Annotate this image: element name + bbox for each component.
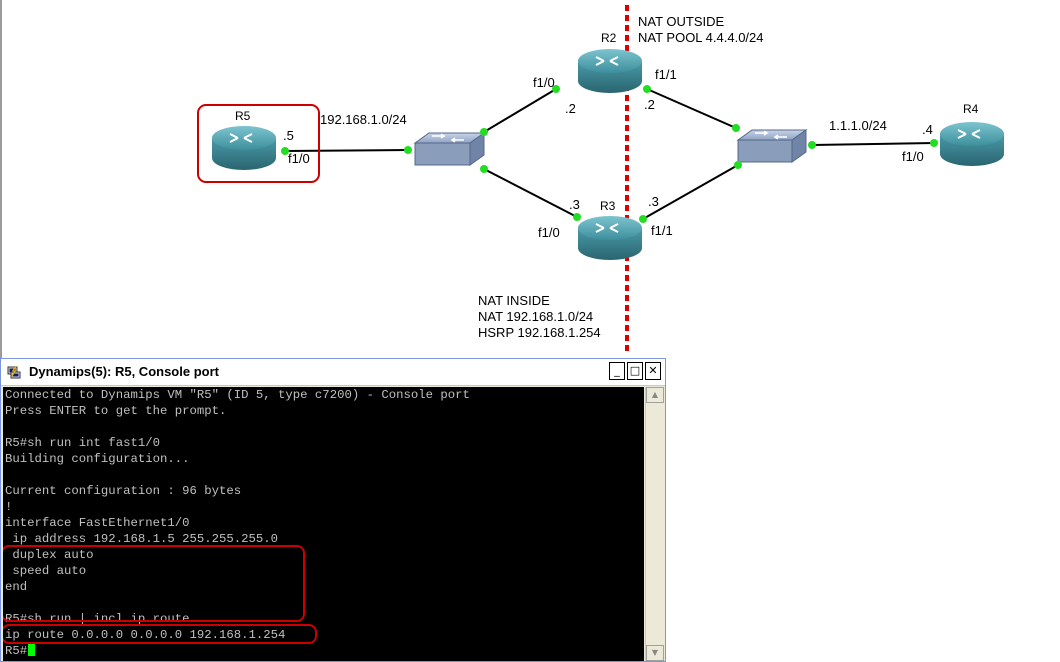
terminal-line: Press ENTER to get the prompt. xyxy=(5,404,227,418)
link-r3-sw2 xyxy=(642,164,739,220)
r3-iface-right: f1/1 xyxy=(651,223,673,238)
link-dots xyxy=(281,85,938,223)
lan-left-label: 192.168.1.0/24 xyxy=(320,112,407,127)
nat-inside-label: NAT INSIDE xyxy=(478,293,550,308)
terminal-prompt: R5# xyxy=(5,644,28,658)
r2-iface-right: f1/1 xyxy=(655,67,677,82)
terminal-line: Building configuration... xyxy=(5,452,190,466)
console-title: Dynamips(5): R5, Console port xyxy=(29,364,219,379)
r3-addr-right: .3 xyxy=(648,194,659,209)
nat-outside-label: NAT OUTSIDE xyxy=(638,14,725,29)
r2-iface-left: f1/0 xyxy=(533,75,555,90)
minimize-button[interactable]: _ xyxy=(609,362,625,380)
r5-addr: .5 xyxy=(283,128,294,143)
link-sw2-r4 xyxy=(811,142,935,146)
terminal-line: speed auto xyxy=(5,564,87,578)
topology-diagram xyxy=(197,5,1004,352)
links xyxy=(284,88,935,220)
ip-route-highlight xyxy=(3,624,317,644)
r4-iface: f1/0 xyxy=(902,149,924,164)
terminal-line: ip route 0.0.0.0 0.0.0.0 192.168.1.254 xyxy=(5,628,286,642)
switch-1-icon[interactable] xyxy=(413,132,486,166)
terminal-prompt-line: R5# xyxy=(5,643,36,659)
router-r5-icon[interactable] xyxy=(212,126,276,170)
link-sw1-r2 xyxy=(483,88,557,133)
console-scrollbar[interactable]: ▲ ▼ xyxy=(645,387,664,661)
nat-inside-net-label: NAT 192.168.1.0/24 xyxy=(478,309,594,324)
r5-iface: f1/0 xyxy=(288,151,310,166)
console-window[interactable]: Dynamips(5): R5, Console port _ □ ✕ Conn… xyxy=(0,358,666,662)
nat-pool-label: NAT POOL 4.4.4.0/24 xyxy=(638,30,764,45)
terminal-line: R5#sh run int fast1/0 xyxy=(5,436,160,450)
canvas-left-border xyxy=(0,0,2,358)
terminal-line: duplex auto xyxy=(5,548,94,562)
terminal-output[interactable]: Connected to Dynamips VM "R5" (ID 5, typ… xyxy=(3,387,644,661)
terminal-line: ! xyxy=(5,500,13,514)
terminal-line: R5#sh run | incl ip route xyxy=(5,612,190,626)
link-sw1-r3 xyxy=(483,168,578,218)
console-titlebar[interactable]: Dynamips(5): R5, Console port _ □ ✕ xyxy=(1,359,665,386)
router-r2-icon[interactable] xyxy=(578,49,642,93)
lan-right-label: 1.1.1.0/24 xyxy=(829,118,887,133)
terminal-line: Current configuration : 96 bytes xyxy=(5,484,242,498)
terminal-line: ip address 192.168.1.5 255.255.255.0 xyxy=(5,532,279,546)
interface-config-highlight xyxy=(3,545,305,622)
r2-addr-right: .2 xyxy=(644,97,655,112)
scroll-up-arrow-icon[interactable]: ▲ xyxy=(646,387,664,403)
r2-name: R2 xyxy=(601,31,617,45)
r4-addr: .4 xyxy=(922,122,933,137)
terminal-cursor xyxy=(28,643,36,656)
r5-highlight-box xyxy=(197,104,320,183)
r3-iface-left: f1/0 xyxy=(538,225,560,240)
terminal-line: interface FastEthernet1/0 xyxy=(5,516,190,530)
maximize-button[interactable]: □ xyxy=(627,362,643,380)
link-r2-sw2 xyxy=(646,88,737,129)
r5-name: R5 xyxy=(235,109,251,123)
router-r3-icon[interactable] xyxy=(578,216,642,260)
scroll-down-arrow-icon[interactable]: ▼ xyxy=(646,645,664,661)
router-r4-icon[interactable] xyxy=(940,122,1004,166)
putty-icon xyxy=(7,365,21,379)
close-button[interactable]: ✕ xyxy=(645,362,661,380)
r3-name: R3 xyxy=(600,199,616,213)
terminal-line: end xyxy=(5,580,28,594)
r4-name: R4 xyxy=(963,102,979,116)
switch-2-icon[interactable] xyxy=(736,129,808,163)
r2-addr-left: .2 xyxy=(565,101,576,116)
hsrp-label: HSRP 192.168.1.254 xyxy=(478,325,601,340)
terminal-line: Connected to Dynamips VM "R5" (ID 5, typ… xyxy=(5,388,470,402)
r3-addr-left: .3 xyxy=(569,197,580,212)
link-r5-sw1 xyxy=(284,149,409,152)
